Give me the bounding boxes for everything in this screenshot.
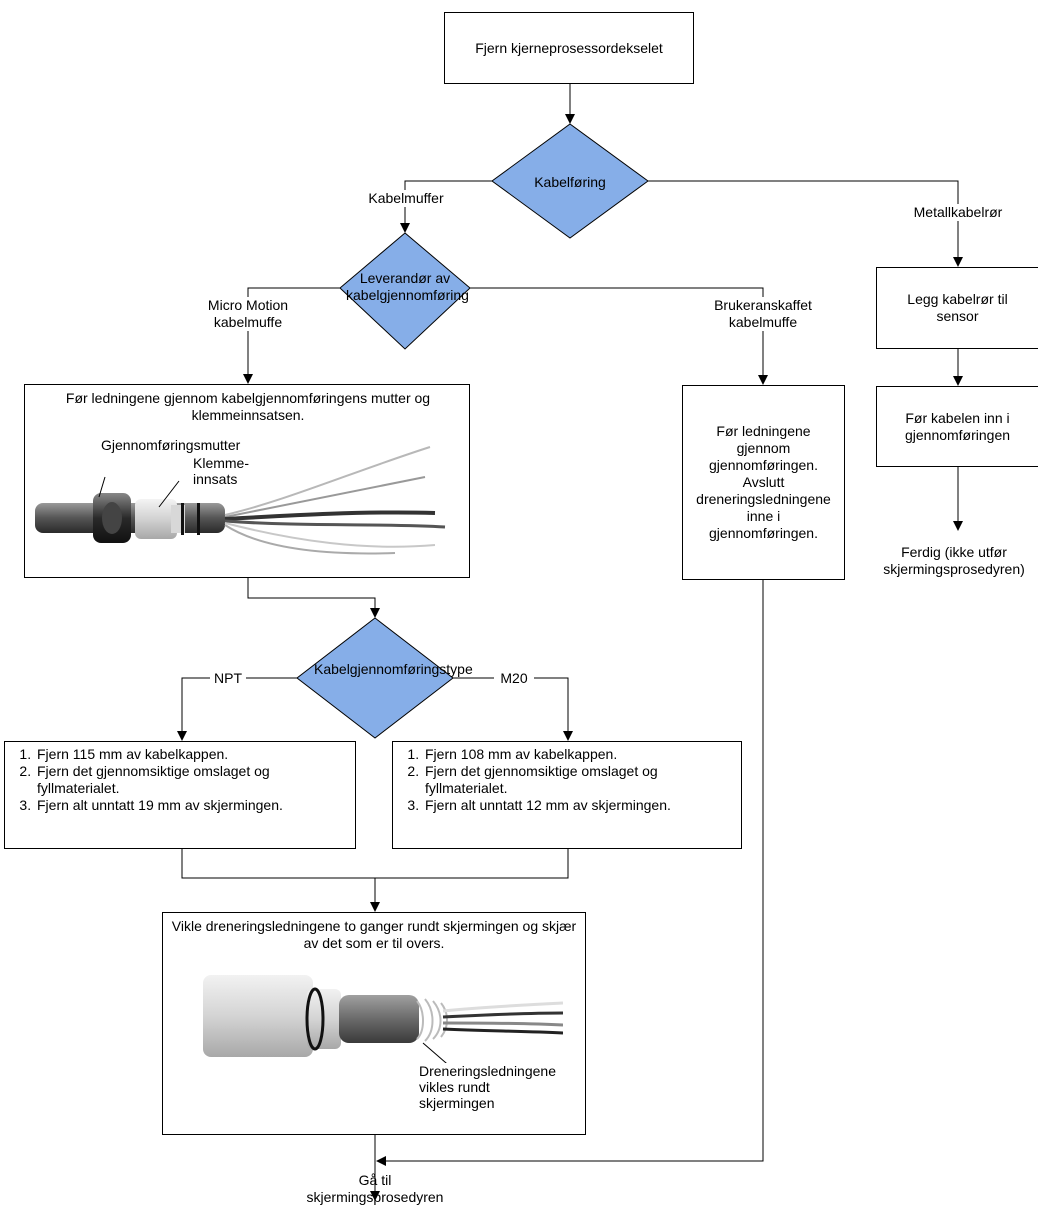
drain-wire-photo (203, 975, 563, 1063)
callout-gland-nut: Gjennomføringsmutter (101, 437, 241, 453)
decision-routing-label: Kabelføring (534, 174, 606, 190)
npt-step: Fjern alt unntatt 19 mm av skjermingen. (35, 797, 347, 814)
step-user-supplied: Før ledningene gjennom gjennomføringen. … (682, 385, 845, 580)
decision-type-diamond (296, 617, 454, 739)
step-conduit-1: Legg kabelrør til sensor (876, 267, 1038, 349)
connector-routing-to-conduit (648, 180, 963, 267)
step-micro-motion: Før ledningene gjennom kabelgjennomførin… (24, 384, 470, 578)
decision-supplier-label: Leverandør av kabelgjennomføring (346, 270, 469, 303)
decision-type-label: Kabelgjennomføringstype (314, 661, 473, 677)
step-user-supplied-text: Før ledningene gjennom gjennomføringen. … (696, 423, 831, 541)
connector-supplier-to-micro-motion (243, 287, 340, 384)
step-conduit-2-text: Før kabelen inn i gjennomføringen (904, 409, 1011, 443)
option-npt-label: NPT (210, 670, 246, 687)
cable-gland-photo (35, 446, 446, 555)
callout-drain-wires: Dreneringsledningene vikles rundt skjerm… (419, 1063, 556, 1111)
step-conduit-1-text: Legg kabelrør til sensor (907, 291, 1008, 324)
connector-micro-to-type (247, 578, 380, 618)
callout-clamp-insert: Klemme-innsats (193, 455, 250, 487)
connector-user-supplied-to-end (376, 580, 764, 1166)
option-conduit-label: Metallkabelrør (898, 204, 1018, 221)
npt-step: Fjern det gjennomsiktige omslaget og fyl… (35, 763, 347, 797)
done-conduit: Ferdig (ikke utfør skjermingsprosedyren) (883, 544, 1025, 577)
npt-step: Fjern 115 mm av kabelkappen. (35, 746, 347, 763)
step-micro-motion-text: Før ledningene gjennom kabelgjennomførin… (65, 390, 431, 423)
step-npt: Fjern 115 mm av kabelkappen. Fjern det g… (4, 741, 356, 849)
step-conduit-2: Før kabelen inn i gjennomføringen (876, 386, 1038, 467)
connector-type-to-npt (177, 677, 297, 741)
npt-step-list: Fjern 115 mm av kabelkappen. Fjern det g… (13, 746, 347, 814)
option-micro-motion-label: Micro Motion kabelmuffe (198, 297, 298, 331)
m20-step: Fjern alt unntatt 12 mm av skjermingen. (423, 797, 733, 814)
start-node: Fjern kjerneprosessordekselet (444, 12, 694, 84)
option-user-supplied-label: Brukeranskaffet kabelmuffe (713, 297, 813, 331)
decision-supplier-diamond (339, 232, 471, 350)
connector-supplier-to-user-supplied (470, 287, 768, 385)
step-m20: Fjern 108 mm av kabelkappen. Fjern det g… (392, 741, 742, 849)
m20-step: Fjern 108 mm av kabelkappen. (423, 746, 733, 763)
connector-routing-to-cable-glands (400, 180, 492, 233)
option-cable-glands-label: Kabelmuffer (366, 190, 446, 207)
connector-npt-merge (181, 849, 569, 879)
start-label: Fjern kjerneprosessordekselet (475, 39, 663, 56)
option-m20-label: M20 (494, 670, 534, 687)
step-wrap-drain: Vikle dreneringsledningene to ganger run… (162, 912, 586, 1135)
m20-step-list: Fjern 108 mm av kabelkappen. Fjern det g… (401, 746, 733, 814)
end-node: Gå til skjermingsprosedyren (306, 1172, 444, 1205)
decision-routing-diamond (491, 123, 649, 239)
m20-step: Fjern det gjennomsiktige omslaget og fyl… (423, 763, 733, 797)
connector-type-to-m20 (453, 677, 573, 741)
step-wrap-drain-text: Vikle dreneringsledningene to ganger run… (171, 918, 577, 951)
